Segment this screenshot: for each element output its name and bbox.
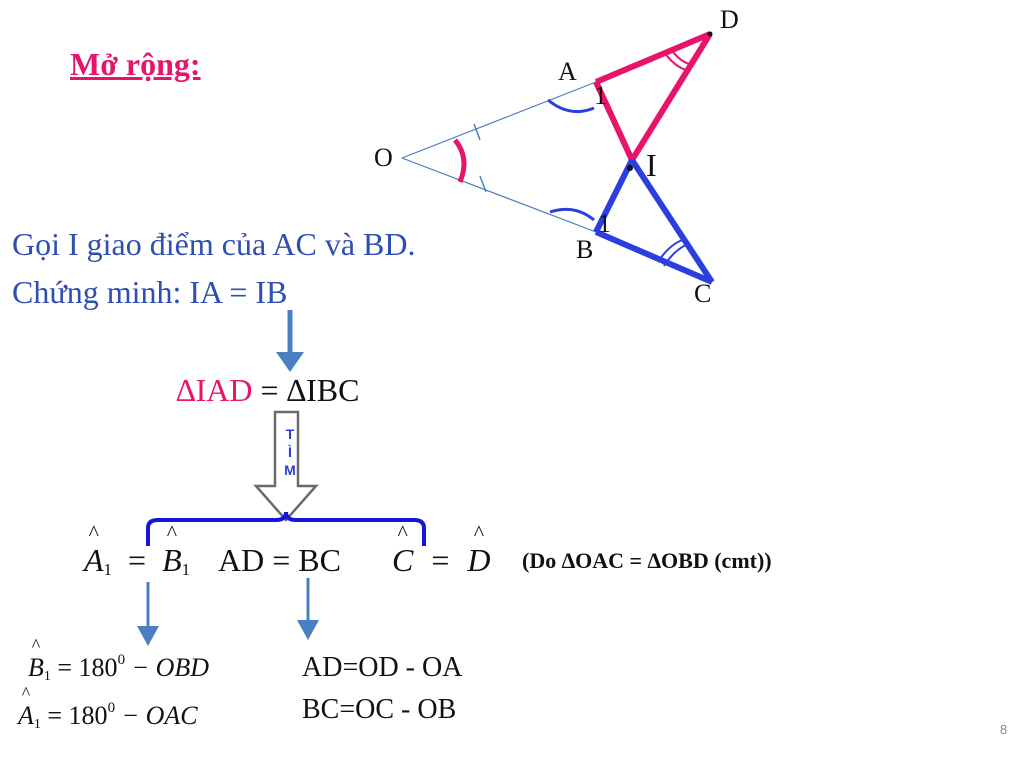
formula-b1-rhs: = 180 xyxy=(57,653,118,682)
condition-ad-bc: AD = BC xyxy=(218,542,341,578)
cond-a: A xyxy=(84,542,104,578)
curly-brace xyxy=(146,511,426,546)
segment-ad xyxy=(594,31,712,85)
condition-angles-ab: A1 = B1 xyxy=(84,542,190,580)
formula-a1: A1 = 1800 − OAC xyxy=(18,700,198,733)
label-i: I xyxy=(646,147,657,183)
arrow-down-2-head xyxy=(137,626,159,646)
cond-a-sub: 1 xyxy=(103,560,113,579)
angle-c-arc-1 xyxy=(657,239,683,263)
tick-oa xyxy=(473,123,481,141)
formula-b1-sub: 1 xyxy=(43,669,51,684)
angle-d-arc-1 xyxy=(663,51,687,71)
arrow-down-1-head xyxy=(276,352,304,372)
angle-d-arc-2 xyxy=(669,47,691,65)
page-number: 8 xyxy=(1000,722,1008,737)
formula-a1-sub: 1 xyxy=(33,717,41,732)
point-i xyxy=(627,165,633,171)
label-b: B xyxy=(576,235,593,264)
triangle-equality: ∆IAD = ∆IBC xyxy=(176,372,359,409)
reason-text: (Do ∆OAC = ∆OBD (cmt)) xyxy=(522,548,772,573)
formula-a1-tail: − OAC xyxy=(115,701,198,730)
label-a: A xyxy=(558,57,577,86)
segment-di xyxy=(629,32,713,162)
formula-a1-rhs: = 180 xyxy=(47,701,108,730)
find-arrow xyxy=(253,410,319,522)
label-c: C xyxy=(694,279,711,308)
triangle-iad: ∆IAD xyxy=(176,372,253,408)
formula-a1-deg: 0 xyxy=(107,700,116,716)
cond-ab-eq: = xyxy=(128,542,147,578)
formula-b1-deg: 0 xyxy=(117,652,126,668)
formula-b1: B1 = 1800 − OBD xyxy=(28,652,209,685)
segment-bc xyxy=(594,229,714,285)
arrow-down-3-head xyxy=(297,620,319,640)
ray-ob xyxy=(401,157,597,233)
label-o: O xyxy=(374,143,393,172)
bc-line: BC=OC - OB xyxy=(302,694,457,725)
segment-ai xyxy=(593,80,635,162)
ad-line: AD=OD - OA xyxy=(302,652,463,683)
tick-ob xyxy=(479,175,487,193)
problem-line-1: Gọi I giao điểm của AC và BD. xyxy=(12,226,416,262)
cond-b: B xyxy=(162,542,182,578)
condition-angles-cd: C = D xyxy=(392,542,491,579)
ray-oa xyxy=(401,81,597,159)
label-d: D xyxy=(720,5,739,34)
cond-b-sub: 1 xyxy=(181,560,191,579)
triangle-equals: = xyxy=(252,372,287,408)
find-label: TÌM xyxy=(282,426,298,480)
cond-cd-eq: = xyxy=(431,542,450,578)
label-angle-b: 1 xyxy=(598,209,611,238)
cond-c: C xyxy=(392,542,414,578)
angle-c-arc-2 xyxy=(663,243,689,267)
angle-a-mark xyxy=(547,98,595,114)
label-angle-a: 1 xyxy=(594,81,607,110)
formula-b1-letter: B xyxy=(28,653,44,682)
formula-a1-letter: A xyxy=(18,701,34,730)
segment-ic xyxy=(629,158,715,284)
segment-ib xyxy=(593,158,635,234)
triangle-ibc: ∆IBC xyxy=(286,372,360,408)
formula-b1-tail: − OBD xyxy=(125,653,210,682)
angle-o-mark xyxy=(453,138,467,183)
slide-title: Mở rộng: xyxy=(70,46,201,82)
point-d xyxy=(707,31,713,37)
angle-b-mark xyxy=(549,207,595,222)
cond-d: D xyxy=(467,542,491,578)
problem-line-2: Chứng minh: IA = IB xyxy=(12,274,288,310)
